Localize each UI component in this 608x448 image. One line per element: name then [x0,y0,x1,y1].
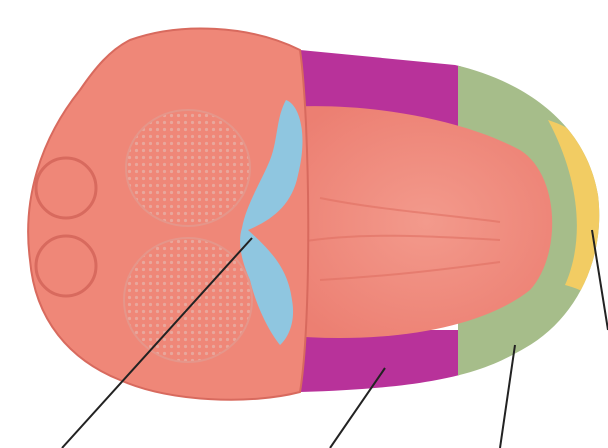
left-lobe-lower [36,236,96,296]
tonsil-lower [124,238,252,362]
tonsil-upper [126,110,250,226]
left-lobe-upper [36,158,96,218]
